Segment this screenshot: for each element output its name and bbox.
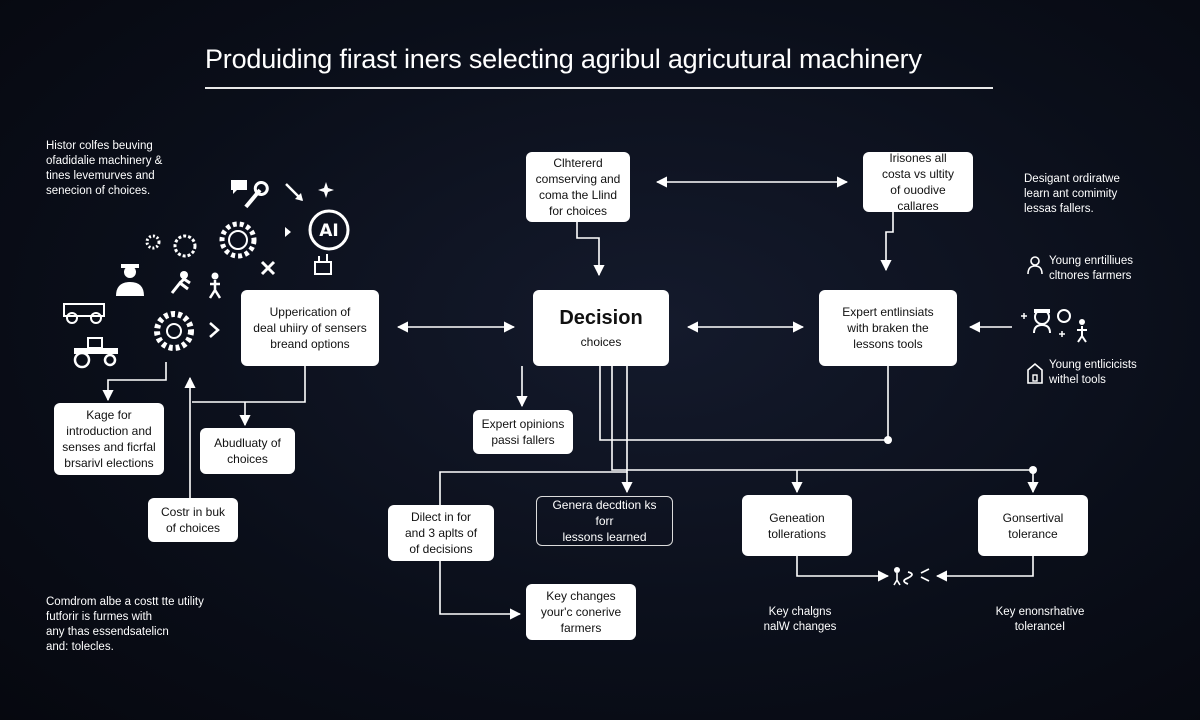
line-decision-right2 [611, 366, 1033, 471]
page-title: Produiding firast iners selecting agribu… [205, 44, 922, 74]
chat-bubble-icon [231, 180, 247, 194]
chevron-right-icon [209, 322, 220, 338]
box-conservative-tolerance: Gonsertival tolerance [978, 495, 1088, 556]
left-note-bottom: Comdrom albe a costt tte utility futfori… [46, 596, 204, 653]
box-text: Irisones all costa vs ultity of ouodive … [881, 151, 955, 213]
box-text: Key changes your'c conerive farmers [540, 589, 622, 635]
farmer-icon [116, 264, 144, 296]
right-note-young-tools: Young entlicicists withel tools [1049, 359, 1137, 386]
running-person-icon [170, 271, 191, 294]
small-triangle-icon [285, 227, 291, 237]
box-text: Upperication of deal uhiiry of sensers b… [253, 305, 367, 351]
gear-icon [145, 234, 161, 250]
box-decision: Decision choices [533, 290, 669, 366]
decision-title: Decision [559, 307, 643, 329]
tractor-icon [63, 303, 105, 324]
crossed-tools-icon [260, 260, 276, 276]
box-text: Genera decdtion ks forr lessons learned [552, 498, 657, 544]
gear-icon [1057, 309, 1071, 323]
ai-badge-text: AI [319, 221, 338, 241]
junction-dot [884, 436, 892, 444]
box-cost-vs-utility: Irisones all costa vs ultity of ouodive … [863, 151, 973, 213]
junction-dot [1029, 466, 1037, 474]
ai-badge-icon: AI [308, 209, 350, 251]
right-icon-cluster [1021, 256, 1087, 384]
box-usage-introduction: Kage for introduction and senses and fic… [54, 403, 164, 475]
box-expert-opinions: Expert opinions passi fallers [473, 410, 573, 454]
sparkle-icon [318, 182, 334, 198]
box-clustered-choices: Clhtererd comserving and coma the Llind … [526, 152, 630, 222]
box-upper-options: Upperication of deal uhiiry of sensers b… [241, 290, 379, 366]
wrench-icon [244, 180, 269, 209]
arrow-generation-icons [796, 556, 890, 582]
box-text: Abudluaty of choices [214, 436, 281, 466]
box-generation-tolerations: Geneation tollerations [742, 495, 852, 556]
gear-icon [154, 311, 194, 351]
user-outline-icon [1027, 256, 1043, 275]
box-expert-enthusiasts: Expert entlinsiats with braken the lesso… [819, 290, 957, 366]
box-text: Dilect in for and 3 aplts of of decision… [404, 510, 478, 556]
plus-icon [1021, 313, 1027, 319]
box-text: Gonsertival tolerance [1002, 510, 1064, 541]
line-decision-right [599, 366, 888, 441]
line-icons-usage [102, 362, 167, 402]
box-key-changes: Key changes your'c conerive farmers [526, 584, 636, 640]
gear-icon [219, 221, 257, 259]
box-direct-decisions: Dilect in for and 3 aplts of of decision… [388, 505, 494, 561]
bottom-right-label: Key enonsrhative toleranceI [995, 606, 1085, 633]
plus-icon [1059, 331, 1065, 337]
person-icon [1077, 319, 1087, 343]
home-icon [1027, 362, 1043, 384]
box-text: Geneation tollerations [767, 510, 827, 541]
exchange-icon [920, 568, 930, 582]
gear-icon [173, 234, 197, 258]
arrow-clustered-decision [576, 222, 605, 277]
box-text: Kage for introduction and senses and fic… [62, 408, 156, 470]
arrow-issues-expert [880, 212, 894, 272]
arrow-conservative-icons [935, 556, 1034, 582]
swirl-icon [903, 571, 913, 585]
tractor-icon [73, 337, 118, 369]
line-upper-usage [192, 366, 306, 403]
title-underline [205, 87, 993, 89]
person-icon [893, 567, 901, 586]
junction-dots [884, 436, 1037, 474]
right-note-young-farmers: Young enrtilliues cltnores farmers [1049, 255, 1133, 282]
right-note-top: Desigant ordiratwe learn ant comimity le… [1024, 173, 1120, 215]
bottom-left-label: Key chalgns nalW changes [763, 606, 837, 633]
left-note-top: Histor colfes beuving ofadidalie machine… [46, 140, 163, 197]
left-icon-cluster: AI [63, 180, 350, 369]
decision-subtitle: choices [580, 335, 622, 349]
box-text: Clhtererd comserving and coma the Llind … [535, 156, 621, 218]
box-text: Expert opinions passi fallers [481, 417, 565, 447]
box-text: Expert entlinsiats with braken the lesso… [842, 305, 934, 351]
box-abundance-choices: Abudluaty of choices [200, 428, 295, 474]
arrow-pointer-icon [285, 183, 303, 201]
line-decision-direct [439, 366, 628, 620]
connector-lines [102, 176, 1039, 620]
box-text: Costr in buk of choices [160, 505, 226, 535]
bottom-icon-cluster [893, 567, 930, 586]
box-cost-bulk: Costr in buk of choices [148, 498, 238, 542]
box-general-lessons: Genera decdtion ks forr lessons learned [536, 496, 673, 546]
walking-person-icon [208, 272, 222, 299]
plant-pot-icon [314, 254, 332, 275]
worker-icon [1033, 309, 1051, 334]
